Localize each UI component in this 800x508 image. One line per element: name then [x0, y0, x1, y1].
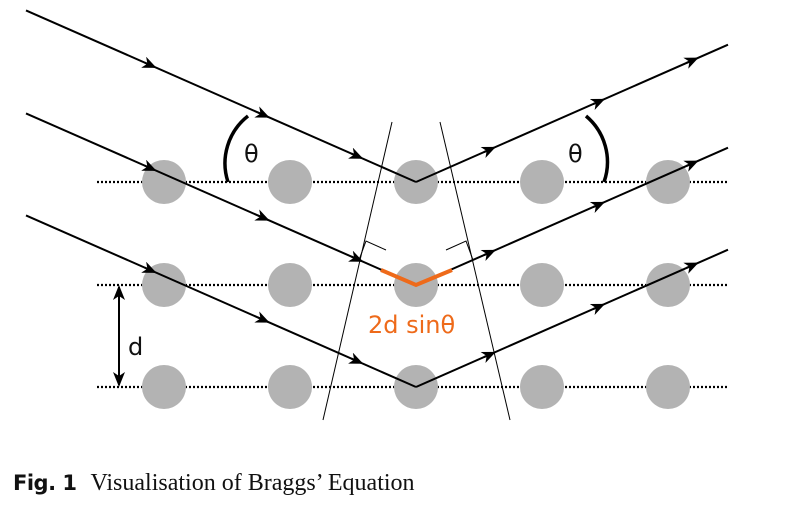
spacing-arrow-head-bottom	[113, 372, 125, 387]
bragg-diagram: 2d sinθ θ θ d	[25, 9, 729, 421]
incident-ray-arrow	[141, 159, 157, 171]
construction-line-right	[439, 121, 511, 421]
rays	[25, 9, 729, 388]
reflected-ray	[415, 43, 729, 183]
atom	[520, 365, 564, 409]
reflected-ray-arrow	[589, 201, 606, 213]
theta-arc-left	[223, 114, 250, 183]
theta-label-left: θ	[244, 140, 259, 168]
theta-arc-right	[584, 114, 610, 183]
figure-caption: Fig. 1 Visualisation of Braggs’ Equation	[13, 470, 415, 497]
caption-label: Fig. 1	[13, 471, 77, 495]
reflected-ray-arrow	[480, 249, 496, 262]
incident-ray-arrow	[254, 209, 270, 221]
incident-ray-arrow	[254, 106, 270, 118]
atom	[646, 160, 690, 204]
atom	[520, 160, 564, 204]
atom	[520, 263, 564, 307]
reflected-ray	[415, 146, 729, 286]
atom	[142, 365, 186, 409]
lattice-planes	[97, 180, 727, 389]
reflected-ray-arrow	[480, 146, 496, 159]
atom	[268, 365, 312, 409]
reflected-ray-arrow	[589, 303, 606, 315]
path-difference-segment	[380, 268, 453, 288]
reflected-ray-arrow	[683, 160, 699, 172]
reflected-ray-arrow	[480, 351, 496, 364]
incident-ray-arrow	[141, 261, 157, 273]
path-difference-label: 2d sinθ	[368, 311, 455, 339]
atom	[142, 160, 186, 204]
incident-ray-arrow	[254, 311, 270, 323]
atom	[646, 263, 690, 307]
theta-label-right: θ	[568, 140, 583, 168]
caption-text: Visualisation of Braggs’ Equation	[90, 470, 415, 496]
atom	[268, 160, 312, 204]
atom	[646, 365, 690, 409]
incident-ray-arrow	[141, 56, 157, 68]
incident-ray-arrow	[347, 147, 364, 159]
reflected-ray-arrow	[683, 262, 699, 274]
reflected-ray	[415, 248, 729, 388]
right-angle-marker-left	[358, 240, 387, 261]
reflected-ray-arrow	[683, 57, 699, 69]
spacing-arrow-head-top	[113, 285, 125, 300]
right-angle-marker-right	[445, 240, 474, 261]
incident-ray-arrow	[347, 352, 364, 364]
spacing-label: d	[128, 333, 143, 361]
atom	[268, 263, 312, 307]
atom	[142, 263, 186, 307]
construction-line-left	[322, 121, 393, 421]
reflected-ray-arrow	[589, 98, 606, 110]
